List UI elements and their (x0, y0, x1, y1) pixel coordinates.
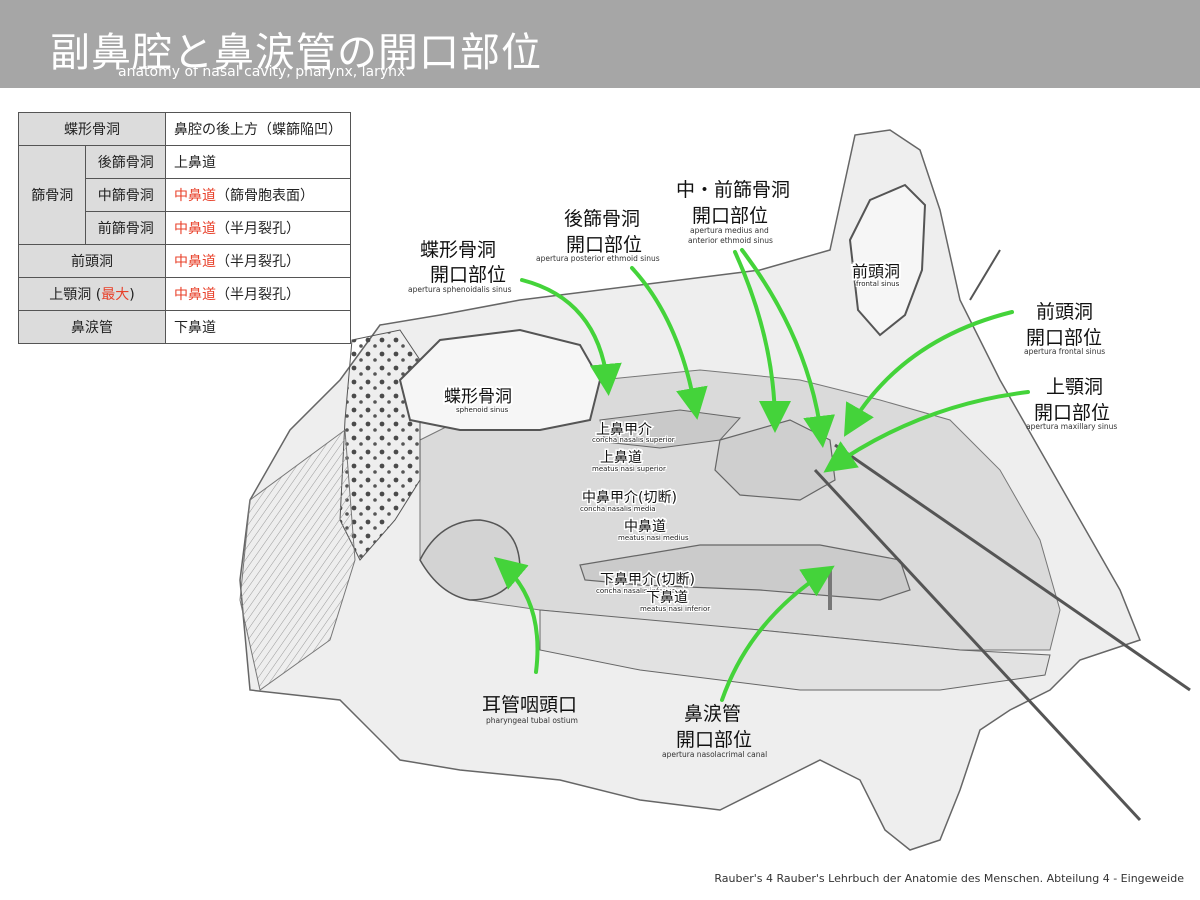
probe-maxillary (813, 468, 1142, 822)
table-row: 前頭洞 中鼻道（半月裂孔） (18, 244, 351, 278)
label-middle-meatus-latin: meatus nasi medius (618, 534, 689, 542)
label-nasolacrimal-1: 鼻涙管 (684, 702, 741, 725)
label-inferior-meatus-latin: meatus nasi inferior (640, 605, 710, 613)
opening-cell: 中鼻道（半月裂孔） (165, 244, 351, 278)
page-subtitle: anatomy of nasal cavity, pharynx, larynx (118, 64, 406, 80)
label-superior-meatus: 上鼻道 (600, 449, 642, 466)
label-tubal-ostium-latin: pharyngeal tubal ostium (486, 716, 578, 725)
table-row: 上顎洞 (最大) 中鼻道（半月裂孔） (18, 277, 351, 311)
label-superior-concha: 上鼻甲介 (596, 421, 652, 438)
label-mid-ant-ethmoid-1: 中・前篩骨洞 (676, 179, 790, 201)
label-mid-ant-ethmoid-2: 開口部位 (692, 205, 768, 227)
sinus-cell: 前篩骨洞 (85, 211, 166, 245)
label-posterior-ethmoid-2: 開口部位 (566, 234, 642, 256)
group-cell: 篩骨洞 (17, 145, 87, 245)
opening-note: （篩骨胞表面） (216, 188, 314, 204)
opening-cell: 中鼻道（半月裂孔） (165, 211, 351, 245)
label-posterior-ethmoid-1: 後篩骨洞 (564, 208, 640, 230)
sinus-cell: 鼻涙管 (18, 310, 166, 344)
label-maxillary-opening-latin: apertura maxillary sinus (1026, 422, 1117, 431)
arrow-frontal-opening (843, 310, 1014, 437)
sinus-cell: 前頭洞 (18, 244, 166, 278)
arrow-nasolacrimal (720, 565, 835, 702)
table-row: 鼻涙管 下鼻道 (18, 310, 351, 344)
label-posterior-ethmoid-latin: apertura posterior ethmoid sinus (536, 254, 660, 263)
label-middle-concha: 中鼻甲介(切断) (582, 489, 677, 506)
label-sphenoid-sinus-latin: sphenoid sinus (456, 406, 509, 414)
opening-cell: 上鼻道 (165, 145, 351, 179)
hard-palate (539, 609, 1051, 691)
label-superior-concha-latin: concha nasalis superior (592, 436, 675, 444)
sinus-red-text: 最大 (101, 287, 130, 303)
label-frontal-opening-1: 前頭洞 (1036, 301, 1093, 323)
opening-cell: 中鼻道（篩骨胞表面） (165, 178, 351, 212)
pharyngeal-wall (239, 429, 356, 691)
label-middle-meatus: 中鼻道 (624, 518, 666, 535)
label-sphenoid-opening-latin: apertura sphenoidalis sinus (408, 285, 512, 294)
opening-note: （半月裂孔） (216, 287, 300, 303)
opening-red-text: 中鼻道 (174, 221, 216, 237)
sinus-text-after: ) (129, 287, 135, 303)
opening-red-text: 中鼻道 (174, 287, 216, 303)
label-sphenoid-opening-1: 蝶形骨洞 (420, 239, 496, 261)
page-title: 副鼻腔と鼻涙管の開口部位 (50, 30, 542, 76)
label-nasolacrimal-2: 開口部位 (676, 729, 752, 751)
sinus-opening-table: 蝶形骨洞 鼻腔の後上方（蝶篩陥凹） 篩骨洞 後篩骨洞 上鼻道 中篩骨洞 中鼻道（… (17, 112, 351, 344)
opening-cell: 中鼻道（半月裂孔） (165, 277, 351, 311)
header-bar: 副鼻腔と鼻涙管の開口部位 anatomy of nasal cavity, ph… (0, 0, 1200, 88)
label-tubal-ostium: 耳管咽頭口 (482, 694, 577, 716)
opening-note: （半月裂孔） (216, 254, 300, 270)
opening-note: （半月裂孔） (216, 221, 300, 237)
probe-nasal-tip (969, 249, 1001, 301)
sinus-cell: 上顎洞 (最大) (18, 277, 166, 311)
arrow-middle-ethmoid (733, 250, 791, 433)
table-row: 中篩骨洞 中鼻道（篩骨胞表面） (19, 178, 351, 212)
arrow-posterior-ethmoid (630, 266, 708, 420)
structure-labels: 蝶形骨洞 sphenoid sinus 前頭洞 frontal sinus 上鼻… (442, 260, 902, 614)
label-frontal-opening-2: 開口部位 (1026, 327, 1102, 349)
label-inferior-meatus: 下鼻道 (646, 589, 688, 606)
source-credit: Rauber's 4 Rauber's Lehrbuch der Anatomi… (714, 872, 1184, 885)
label-inferior-concha: 下鼻甲介(切断) (600, 571, 695, 588)
label-mid-ant-ethmoid-latin2: anterior ethmoid sinus (688, 236, 773, 245)
callout-labels: 蝶形骨洞 開口部位 apertura sphenoidalis sinus 後篩… (408, 179, 1117, 759)
label-sphenoid-sinus: 蝶形骨洞 (444, 387, 512, 407)
label-middle-concha-latin: concha nasalis media (580, 505, 656, 513)
label-superior-meatus-latin: meatus nasi superior (592, 465, 666, 473)
opening-red-text: 中鼻道 (174, 188, 216, 204)
arrow-maxillary-opening (823, 390, 1030, 473)
label-inferior-concha-latin: concha nasalis inferior (596, 587, 675, 595)
label-frontal-opening-latin: apertura frontal sinus (1024, 347, 1105, 356)
label-sphenoid-opening-2: 開口部位 (430, 264, 506, 286)
arrow-tubal-ostium (493, 556, 540, 674)
table-row: 蝶形骨洞 鼻腔の後上方（蝶篩陥凹） (18, 112, 351, 146)
arrow-sphenoid-opening (520, 278, 622, 396)
anatomy-illustration (239, 129, 1191, 851)
opening-cell: 下鼻道 (165, 310, 351, 344)
probe-frontal (834, 443, 1191, 692)
label-maxillary-opening-2: 開口部位 (1034, 402, 1110, 424)
sinus-cell: 後篩骨洞 (85, 145, 166, 179)
frontal-sinus-cavity (848, 183, 927, 337)
label-frontal-sinus: 前頭洞 (852, 262, 900, 281)
opening-red-text: 中鼻道 (174, 254, 216, 270)
label-maxillary-opening-1: 上顎洞 (1046, 376, 1103, 398)
pointer-arrows (493, 248, 1030, 702)
sphenoid-sinus-cavity (398, 328, 602, 431)
sinus-text: 上顎洞 ( (49, 287, 102, 303)
opening-cell: 鼻腔の後上方（蝶篩陥凹） (165, 112, 351, 146)
table-row: 前篩骨洞 中鼻道（半月裂孔） (19, 211, 351, 245)
sinus-cell: 中篩骨洞 (85, 178, 166, 212)
label-nasolacrimal-latin: apertura nasolacrimal canal (662, 750, 767, 759)
label-mid-ant-ethmoid-latin1: apertura medius and (690, 226, 769, 235)
label-frontal-sinus-latin: frontal sinus (856, 280, 900, 288)
arrow-anterior-ethmoid (740, 248, 836, 448)
table-row: 篩骨洞 後篩骨洞 上鼻道 (17, 145, 351, 245)
